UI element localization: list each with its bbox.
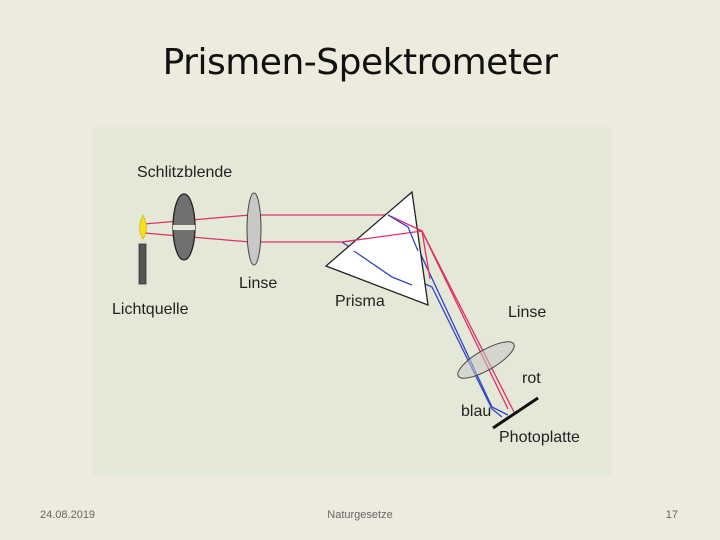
slit-opening: [173, 225, 195, 230]
photo-plate: [492, 396, 539, 430]
prism-inner-rays: [341, 214, 431, 286]
label-blue: blau: [461, 403, 491, 420]
flame-icon: [139, 214, 147, 240]
label-lens-2: Linse: [508, 304, 546, 321]
diagram-panel: Schlitzblende Lichtquelle Linse Prisma L…: [92, 127, 612, 475]
lens-1: [246, 192, 262, 266]
footer-date: 24.08.2019: [40, 509, 96, 521]
label-light-source: Lichtquelle: [112, 301, 189, 318]
prism: [324, 190, 429, 307]
label-lens-1: Linse: [239, 275, 277, 292]
red-rays: [143, 214, 515, 413]
label-red: rot: [522, 370, 541, 387]
page-number: 17: [665, 509, 678, 521]
label-slit: Schlitzblende: [137, 164, 232, 181]
candle-icon: [138, 243, 147, 285]
footer-title: Naturgesetze: [327, 509, 393, 521]
lens-2: [457, 341, 515, 379]
label-plate: Photoplatte: [499, 429, 580, 446]
slide-title: Prismen-Spektrometer: [162, 42, 558, 83]
label-prism: Prisma: [335, 293, 385, 310]
spectrometer-diagram: Schlitzblende Lichtquelle Linse Prisma L…: [112, 164, 580, 446]
